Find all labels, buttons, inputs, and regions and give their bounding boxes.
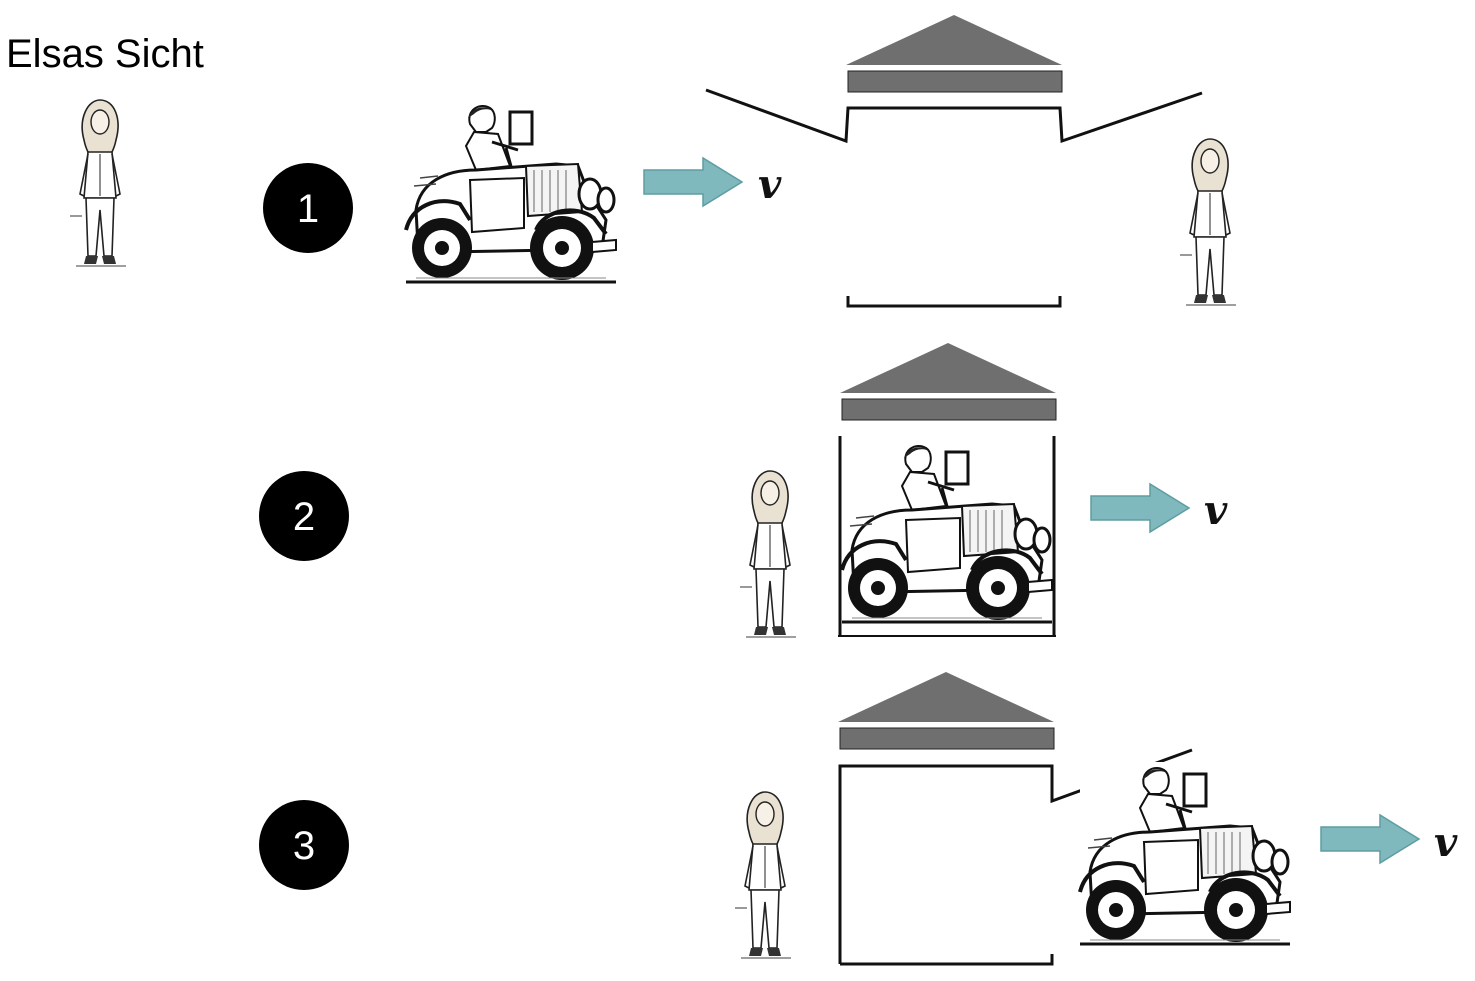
velocity-arrow-1 xyxy=(643,157,743,207)
velocity-arrow-3 xyxy=(1320,814,1420,864)
step-3-number: 3 xyxy=(293,824,315,868)
velocity-arrow-2 xyxy=(1090,483,1190,533)
garage-roof-1 xyxy=(845,14,1063,93)
car-inside-garage xyxy=(840,438,1054,627)
garage-1 xyxy=(705,88,1203,308)
observer-elsa-start xyxy=(69,99,127,267)
step-2-number: 2 xyxy=(293,495,315,539)
garage-roof-3 xyxy=(837,671,1055,750)
step-1: 1 v xyxy=(69,14,1237,308)
observer-elsa-2 xyxy=(739,470,797,638)
step-1-circle xyxy=(263,163,353,253)
step-2-circle xyxy=(259,471,349,561)
step-3-circle xyxy=(259,800,349,890)
velocity-label-1: v xyxy=(758,161,782,208)
step-3: 3 v xyxy=(259,671,1458,966)
car-exiting-garage xyxy=(1078,760,1292,949)
step-1-number: 1 xyxy=(297,187,319,231)
garage-roof-2 xyxy=(839,342,1057,421)
car-with-driver xyxy=(404,98,618,287)
step-2: 2 v xyxy=(259,342,1228,638)
observer-elsa-3 xyxy=(734,791,792,959)
observer-elsa-right xyxy=(1179,138,1237,306)
garage-2 xyxy=(838,436,1056,637)
velocity-label-3: v xyxy=(1434,819,1458,866)
velocity-label-2: v xyxy=(1204,487,1228,534)
diagram-title: Elsas Sicht xyxy=(6,32,204,76)
